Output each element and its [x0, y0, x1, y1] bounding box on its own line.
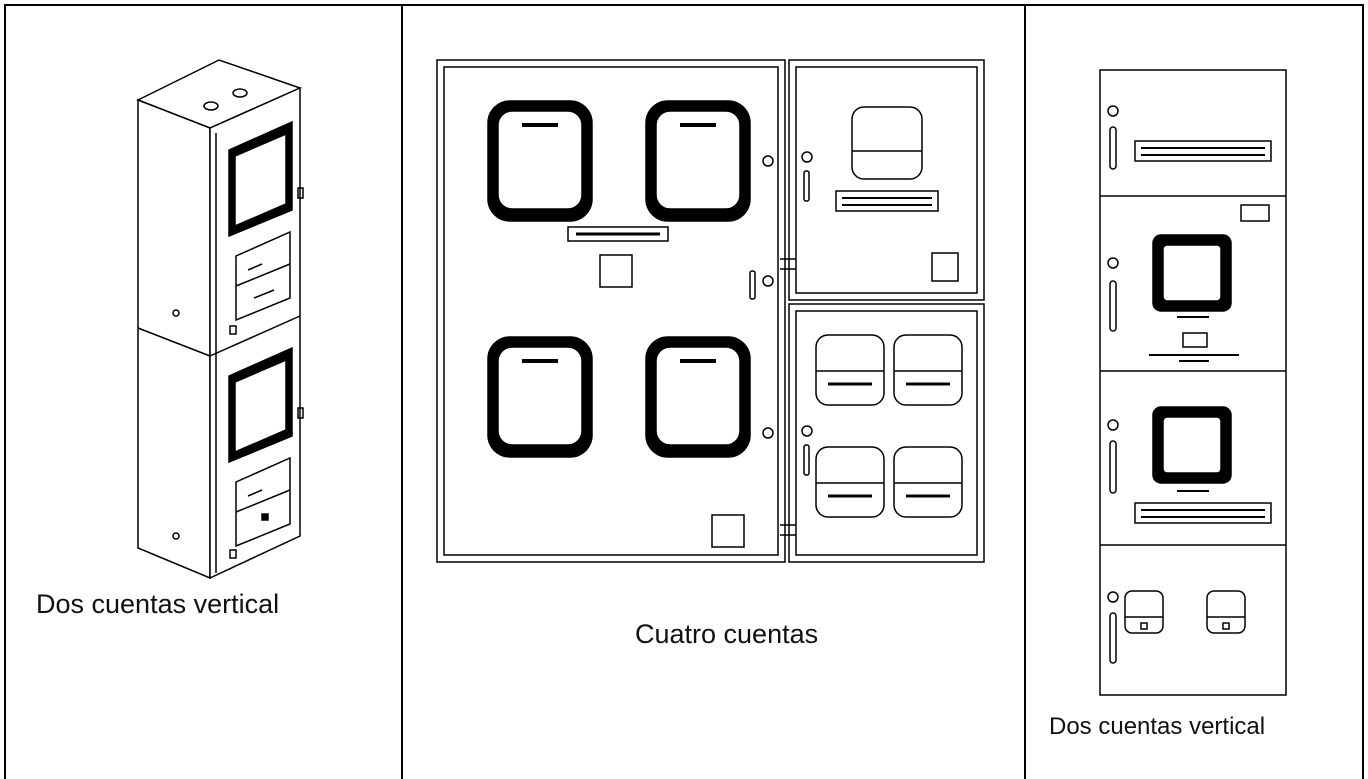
four-meter-panel-drawing	[436, 59, 986, 564]
vertical-stack-drawing	[1099, 69, 1289, 697]
cell-vertical-stack: Dos cuentas vertical	[1026, 6, 1362, 779]
isometric-cabinet-drawing	[124, 58, 324, 583]
cell-four-meters: Cuatro cuentas	[403, 6, 1024, 779]
caption: Cuatro cuentas	[635, 619, 819, 649]
caption: Dos cuentas vertical	[1049, 713, 1266, 740]
column-divider	[1024, 6, 1026, 779]
cell-isometric: Dos cuentas vertical	[6, 6, 401, 779]
figure-table: Dos cuentas vertical	[4, 4, 1364, 779]
meter-1	[487, 100, 593, 222]
caption: Dos cuentas vertical	[36, 589, 280, 619]
column-divider	[401, 6, 403, 779]
